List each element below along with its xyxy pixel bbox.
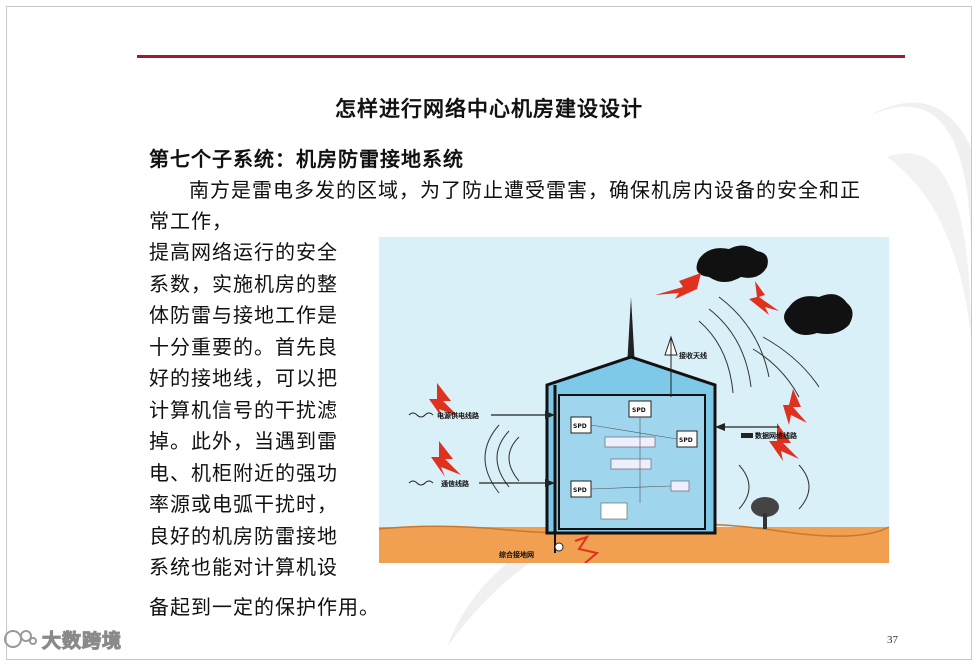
side-line: 掉。此外，当遇到雷 — [149, 429, 338, 453]
data-line-label: 数据网络线路 — [755, 431, 798, 440]
slide: 怎样进行网络中心机房建设设计 第七个子系统：机房防雷接地系统 南方是雷电多发的区… — [6, 6, 972, 660]
lightning-bolt-icon — [655, 273, 701, 299]
comm-line-label: 通信线路 — [441, 479, 470, 488]
lightning-bolt-icon — [769, 423, 799, 461]
side-line: 好的接地线，可以把 — [149, 366, 338, 390]
side-paragraph: 提高网络运行的安全 系数，实施机房的整 体防雷与接地工作是 十分重要的。首先良 … — [149, 237, 377, 584]
svg-text:SPD: SPD — [632, 407, 646, 414]
page-number: 37 — [887, 634, 898, 646]
closing-line: 备起到一定的保护作用。 — [149, 595, 380, 619]
side-line: 体防雷与接地工作是 — [149, 303, 338, 327]
antenna-label: 接收天线 — [679, 351, 707, 360]
lightning-bolt-icon — [749, 281, 779, 315]
ground — [379, 527, 889, 563]
side-line: 良好的机房防雷接地 — [149, 523, 338, 548]
lightning-bolt-icon — [431, 441, 461, 477]
brand-logo-icon — [4, 630, 37, 648]
svg-text:SPD: SPD — [679, 437, 693, 444]
section-heading: 第七个子系统：机房防雷接地系统 — [149, 147, 464, 171]
side-line: 系数，实施机房的整 — [149, 271, 338, 296]
storm-cloud-icon — [696, 245, 768, 282]
ground-electrode-icon — [554, 542, 564, 552]
side-line: 系统也能对计算机设 — [149, 555, 338, 579]
tree-icon — [751, 497, 779, 517]
side-line: 提高网络运行的安全 — [149, 240, 338, 264]
power-line-label: 电源供电线路 — [437, 411, 480, 420]
storm-cloud-icon — [784, 294, 853, 335]
intro-paragraph: 南方是雷电多发的区域，为了防止遭受雷害，确保机房内设备的安全和正常工作， — [149, 178, 861, 233]
side-line: 十分重要的。首先良 — [149, 334, 338, 359]
brand-logo: 大数跨境 — [4, 624, 122, 654]
side-line: 电、机柜附近的强功 — [149, 460, 338, 485]
ground-net-label: 综合接地网 — [499, 550, 534, 559]
side-line: 率源或电弧干扰时， — [149, 492, 338, 516]
slide-title: 怎样进行网络中心机房建设设计 — [335, 96, 643, 121]
lightning-protection-diagram: 接收天线 SPD SPD SPD SPD 电源供电线路 通信线路 数据网络线路 — [379, 237, 889, 563]
header-rule — [137, 55, 905, 58]
lightning-rod-icon — [627, 297, 635, 367]
lightning-bolt-icon — [429, 383, 459, 419]
svg-text:SPD: SPD — [573, 487, 587, 494]
svg-text:SPD: SPD — [573, 423, 587, 430]
side-line: 计算机信号的干扰滤 — [149, 397, 338, 422]
brand-text: 大数跨境 — [41, 629, 123, 652]
lightning-bolt-icon — [783, 389, 807, 425]
